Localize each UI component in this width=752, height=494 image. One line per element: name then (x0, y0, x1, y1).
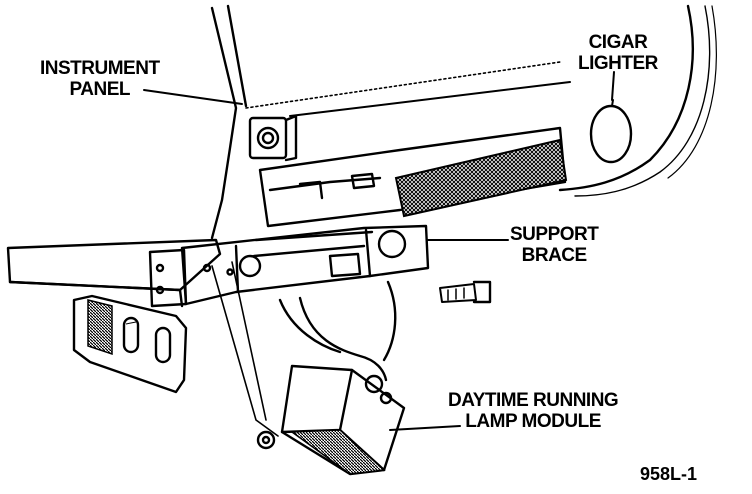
dash-texture (394, 138, 568, 218)
brace-hole-left (238, 254, 262, 278)
brace-hole-right (377, 229, 407, 259)
instrument-panel-label: INSTRUMENT PANEL (40, 58, 160, 100)
drl-module-label: DAYTIME RUNNING LAMP MODULE (448, 390, 619, 432)
bolt (439, 283, 477, 303)
instrument-panel-edge (210, 6, 238, 240)
cigar-lighter-opening (589, 104, 633, 164)
support-brace-body (180, 224, 430, 306)
support-brace-label: SUPPORT BRACE (510, 224, 599, 266)
lower-panel (6, 238, 222, 292)
figure-id: 958L-1 (640, 464, 698, 484)
dash-curve-outer (558, 4, 694, 192)
hanging-plate (72, 294, 188, 394)
cigar-lighter-label: CIGAR LIGHTER (578, 32, 658, 74)
